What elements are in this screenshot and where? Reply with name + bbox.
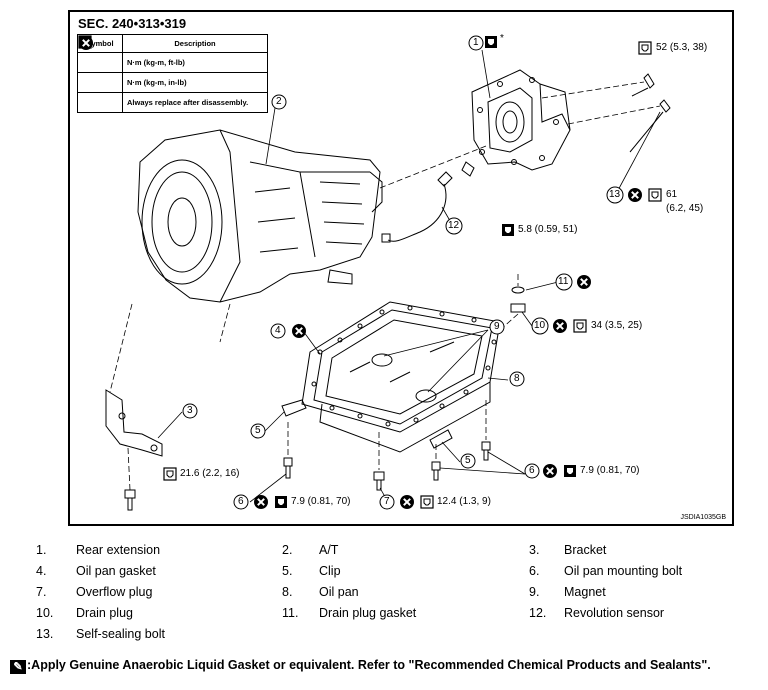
- callout-7: 7: [384, 496, 390, 507]
- torque-overflow-plug: 12.4 (1.3, 9): [437, 496, 491, 507]
- legend-label: Oil pan mounting bolt: [564, 564, 683, 578]
- exploded-diagram: SEC. 240•313•319 Symbol Description N·m …: [68, 10, 734, 526]
- callout-1: 1: [473, 37, 479, 48]
- sealant-note-text: :Apply Genuine Anaerobic Liquid Gasket o…: [27, 658, 711, 672]
- pan-bolts-drawing: [283, 286, 526, 491]
- callout-3: 3: [187, 405, 193, 416]
- description-header: Description: [122, 34, 268, 53]
- legend-label: Drain plug: [76, 606, 133, 620]
- callout-6: 6: [529, 465, 535, 476]
- callout-6: 6: [238, 496, 244, 507]
- callout-12: 12: [448, 220, 460, 231]
- symbol-table: Symbol Description N·m (kg-m, ft-lb) N·m…: [77, 34, 268, 113]
- legend-number: 13.: [36, 627, 54, 641]
- torque-self-sealing-bolt-2: (6.2, 45): [666, 203, 704, 214]
- legend-number: 10.: [36, 606, 54, 620]
- legend-label: Magnet: [564, 585, 606, 599]
- callout-10: 10: [534, 320, 546, 331]
- legend-label: Oil pan gasket: [76, 564, 156, 578]
- legend-label: Drain plug gasket: [319, 606, 417, 620]
- sealant-pencil-icon: ✎: [10, 660, 26, 674]
- section-title: SEC. 240•313•319: [78, 16, 187, 31]
- symbol-description: N·m (kg-m, ft-lb): [122, 52, 268, 73]
- legend-number: 1.: [36, 543, 47, 557]
- symbol-description: Always replace after disassembly.: [122, 92, 268, 113]
- callout-2: 2: [276, 96, 282, 107]
- bracket-drawing: [105, 389, 163, 457]
- diagram-drawing: [105, 35, 671, 511]
- callout-1-star: *: [500, 33, 504, 44]
- legend-number: 4.: [36, 564, 47, 578]
- leader-lines: [157, 49, 661, 503]
- callout-4: 4: [275, 325, 281, 336]
- legend-label: Revolution sensor: [564, 606, 665, 620]
- legend-label: Overflow plug: [76, 585, 153, 599]
- rear-bolt-drawing: [629, 73, 671, 153]
- legend-number: 7.: [36, 585, 47, 599]
- legend-number: 6.: [529, 564, 540, 578]
- callout-5: 5: [465, 455, 471, 466]
- callout-5: 5: [255, 425, 261, 436]
- sealant-note: ✎:Apply Genuine Anaerobic Liquid Gasket …: [10, 658, 711, 674]
- rear-extension-drawing: [471, 69, 571, 171]
- legend-label: A/T: [319, 543, 339, 557]
- legend-label: Self-sealing bolt: [76, 627, 165, 641]
- legend-label: Clip: [319, 564, 341, 578]
- callout-8: 8: [514, 373, 520, 384]
- legend-label: Rear extension: [76, 543, 161, 557]
- legend-number: 12.: [529, 606, 547, 620]
- oil-pan-drawing: [301, 301, 501, 453]
- legend-label: Oil pan: [319, 585, 359, 599]
- legend-number: 3.: [529, 543, 540, 557]
- callout-9: 9: [494, 321, 500, 332]
- figure-code: JSDIA1035GB: [680, 514, 726, 521]
- torque-drain-plug: 34 (3.5, 25): [591, 320, 643, 331]
- torque-bracket-bolt: 21.6 (2.2, 16): [180, 468, 240, 479]
- legend-number: 2.: [282, 543, 293, 557]
- legend-label: Bracket: [564, 543, 607, 557]
- symbol-description: N·m (kg-m, in-lb): [122, 72, 268, 93]
- automatic-transmission-drawing: [137, 129, 383, 303]
- torque-revolution-sensor: 5.8 (0.59, 51): [518, 224, 578, 235]
- legend-number: 11.: [282, 606, 299, 620]
- revolution-sensor-drawing: [381, 161, 475, 243]
- clip-drawing: [281, 399, 453, 449]
- torque-pan-bolt-right: 7.9 (0.81, 70): [580, 465, 640, 476]
- torque-rear-extension: 52 (5.3, 38): [656, 42, 708, 53]
- replace-icon: [77, 34, 94, 51]
- torque-pan-bolt-left: 7.9 (0.81, 70): [291, 496, 351, 507]
- legend-number: 5.: [282, 564, 293, 578]
- legend-number: 8.: [282, 585, 293, 599]
- torque-self-sealing-bolt: 61: [666, 189, 678, 200]
- legend-number: 9.: [529, 585, 540, 599]
- callout-11: 11: [558, 276, 569, 287]
- callout-13: 13: [609, 189, 621, 200]
